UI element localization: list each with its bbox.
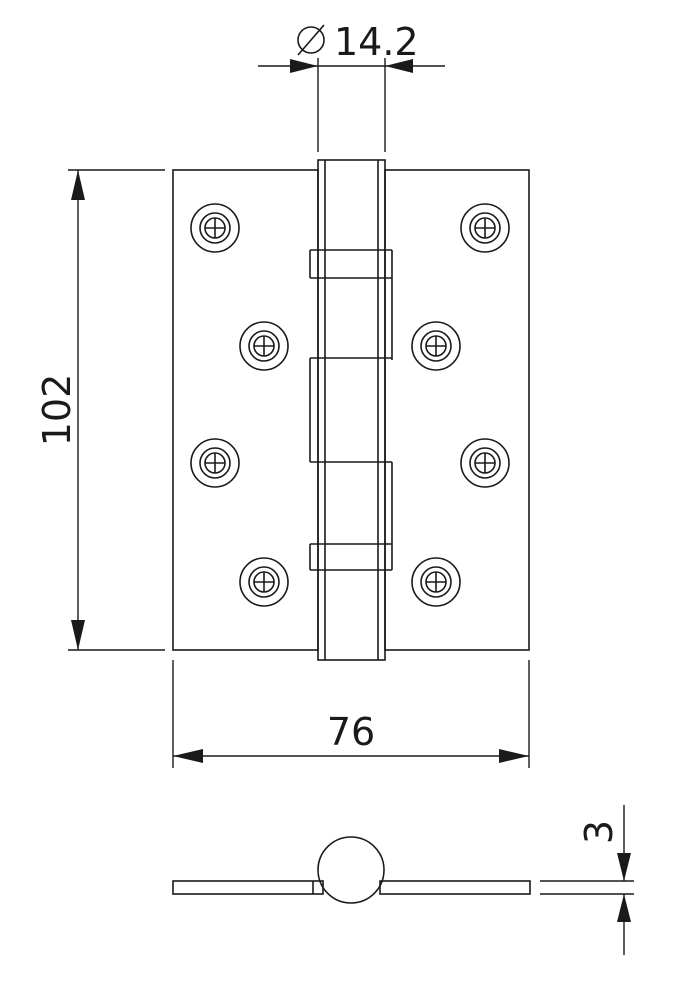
hinge-end-view [172,836,531,904]
screw-icon [411,321,461,371]
width-dimension: 76 [172,660,530,768]
height-value-label: 102 [35,374,79,447]
thickness-dimension: 3 [540,805,634,955]
width-value-label: 76 [327,710,375,754]
screw-icon [190,438,240,488]
right-leaf [384,169,530,651]
height-dimension: 102 [35,169,165,651]
thickness-value-label: 3 [577,820,621,844]
diameter-dimension: 14.2 [258,20,445,152]
knuckle-barrel [309,159,393,661]
hinge-front-view [172,159,530,661]
screw-icon [239,321,289,371]
screw-icon [460,438,510,488]
screw-icon [239,557,289,607]
screw-icon [460,203,510,253]
diameter-value-label: 14.2 [334,20,419,64]
screw-holes [190,203,510,607]
screw-icon [190,203,240,253]
screw-icon [411,557,461,607]
